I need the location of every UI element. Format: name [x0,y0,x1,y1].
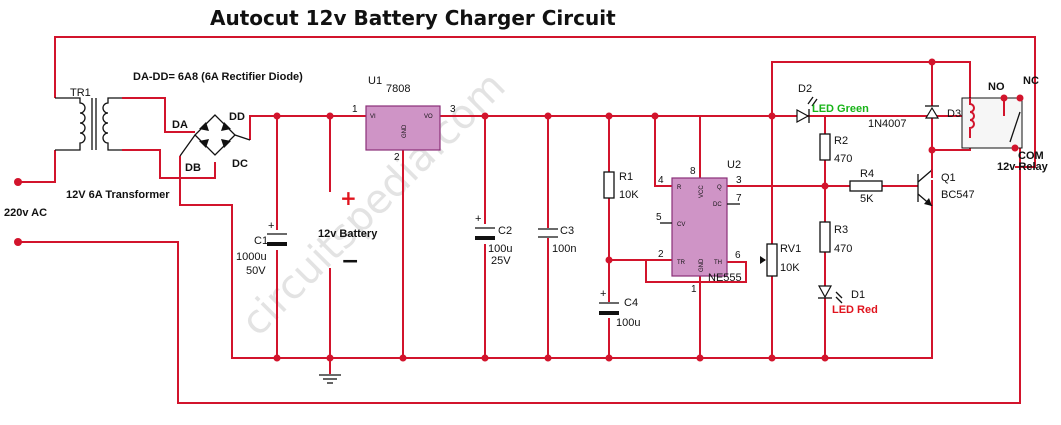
u2-pin7: 7 [736,193,742,204]
u2-pin6: 6 [735,250,741,261]
resistor-r1: R1 10K [603,171,639,201]
d2-name: LED Green [812,103,869,115]
c1-value: 1000u [236,251,267,263]
u2-r: R [677,185,682,191]
r3-value: 470 [834,243,852,255]
diode-note: DA-DD= 6A8 (6A Rectifier Diode) [133,71,303,83]
u2-q: Q [717,185,722,191]
relay-name: 12v Relay [997,161,1049,173]
u2-th: TH [714,260,722,266]
ground-symbol [319,374,341,384]
capacitor-c3: C3 100n [538,225,576,255]
timer-u2: U2 NE555 R VCC Q DC CV TR GND TH 8 4 3 7… [656,159,742,295]
u2-part: NE555 [708,272,742,284]
bridge-db: DB [185,162,201,174]
c2-value: 100u [488,243,512,255]
u1-pin3: 3 [450,104,456,115]
rv1-value: 10K [780,262,800,274]
bridge-da: DA [172,119,188,131]
resistor-r2: R2 470 [819,133,852,165]
capacitor-c4: + C4 100u [599,288,640,329]
u2-pin3: 3 [736,175,742,186]
capacitor-c1: + C1 1000u 50V [236,220,287,277]
u1-vo: VO [424,114,433,120]
u1-ref: U1 [368,75,382,87]
bridge-dd: DD [229,111,245,123]
r2-value: 470 [834,153,852,165]
u2-tr: TR [677,260,686,266]
u2-pin4: 4 [658,175,664,186]
u1-pin1: 1 [352,104,358,115]
potentiometer-rv1: RV1 10K [760,243,801,277]
d3-part: 1N4007 [868,118,907,130]
r2-ref: R2 [834,135,848,147]
battery-label: 12v Battery [318,228,378,240]
q1-ref: Q1 [941,172,956,184]
battery-plus: + [340,186,357,210]
watermark: circuitspedia.com [233,63,515,345]
relay-no: NO [988,81,1005,93]
led-red-d1: D1 LED Red [817,285,878,316]
transistor-q1: Q1 BC547 [917,169,975,214]
u1-pin2: 2 [394,152,400,163]
q1-part: BC547 [941,189,975,201]
c3-value: 100n [552,243,576,255]
relay-nc: NC [1023,75,1039,87]
u2-ref: U2 [727,159,741,171]
r1-value: 10K [619,189,639,201]
u2-pin1: 1 [691,284,697,295]
c1-ref: C1 [254,235,268,247]
c2-voltage: 25V [491,255,511,267]
relay: NO NC COM 12v Relay [961,75,1049,173]
junctions [14,58,936,362]
svg-text:+: + [600,288,606,300]
u1-gnd: GND [402,124,408,138]
wires [18,36,1036,404]
svg-text:+: + [475,213,481,225]
d1-ref: D1 [851,289,865,301]
c3-ref: C3 [560,225,574,237]
r1-ref: R1 [619,171,633,183]
c2-ref: C2 [498,225,512,237]
u2-pin2: 2 [658,249,664,260]
u2-pin5: 5 [656,212,662,223]
d1-name: LED Red [832,304,878,316]
c4-ref: C4 [624,297,638,309]
d3-ref: D3 [947,108,961,120]
led-green-d2: D2 LED Green [796,83,869,124]
u1-part: 7808 [386,83,410,95]
transformer-ref: TR1 [70,87,91,99]
capacitor-c2: + C2 100u 25V [475,213,512,267]
c4-value: 100u [616,317,640,329]
svg-text:+: + [268,220,274,232]
u2-cv: CV [677,222,685,228]
u2-gnd: GND [699,258,705,272]
r4-ref: R4 [860,168,874,180]
r3-ref: R3 [834,224,848,236]
d2-ref: D2 [798,83,812,95]
mains-label: 220v AC [4,207,47,219]
relay-com: COM [1018,150,1044,162]
u2-pin8: 8 [690,166,696,177]
transformer: TR1 12V 6A Transformer [55,87,170,201]
resistor-r3: R3 470 [819,221,852,255]
regulator-u1: U1 7808 VI VO GND 1 3 2 [352,75,456,163]
u1-vi: VI [370,114,376,120]
c1-voltage: 50V [246,265,266,277]
diode-d3: D3 1N4007 [868,105,961,130]
battery-minus: − [341,249,359,274]
bridge-rectifier: DA DD DB DC [172,111,251,174]
resistor-r4: R4 5K [849,168,883,205]
bridge-dc: DC [232,158,248,170]
rv1-ref: RV1 [780,243,801,255]
page-title: Autocut 12v Battery Charger Circuit [210,6,616,30]
battery: + 12v Battery − [318,186,378,274]
u2-vcc: VCC [699,185,705,198]
r4-value: 5K [860,193,874,205]
transformer-desc: 12V 6A Transformer [66,189,170,201]
u2-dc: DC [713,202,722,208]
